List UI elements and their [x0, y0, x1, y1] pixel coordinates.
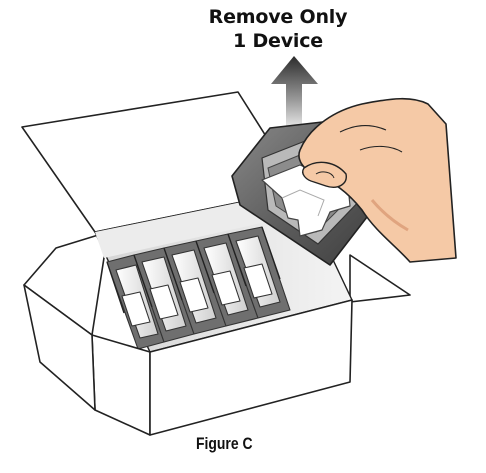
slot-dividers [106, 226, 281, 314]
slot-2 [133, 247, 195, 343]
hand [298, 97, 457, 263]
device-slots [106, 226, 291, 350]
right-lid-flap [349, 254, 411, 303]
box-side-face [149, 299, 353, 436]
instruction-line-1: Remove Only [208, 6, 348, 28]
slot-5 [227, 226, 291, 319]
up-arrow-icon [271, 56, 318, 136]
front-lid-flap [23, 284, 96, 411]
instruction-line-2: 1 Device [233, 30, 323, 52]
box-front-face [91, 334, 151, 436]
figure-caption: Figure C [196, 434, 253, 453]
slot-4 [195, 233, 259, 327]
slot-1 [106, 254, 165, 350]
